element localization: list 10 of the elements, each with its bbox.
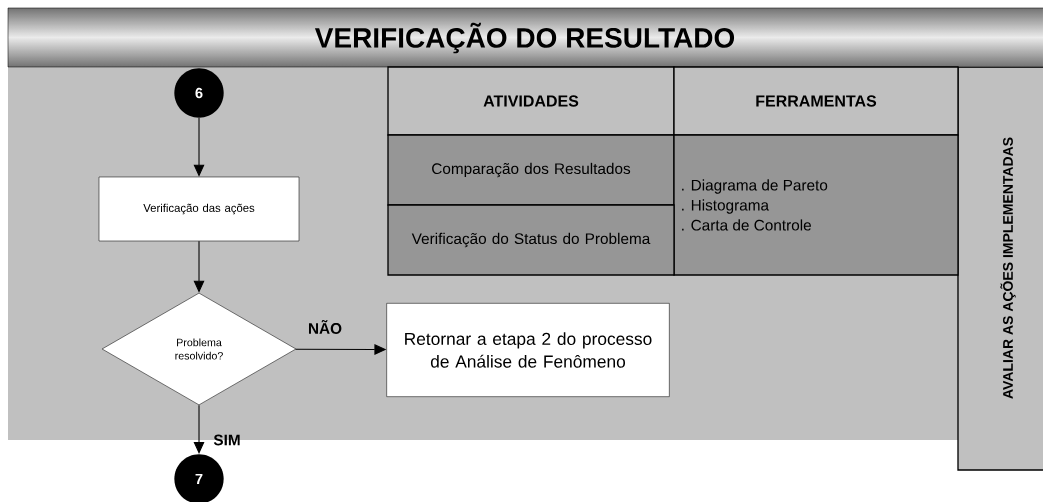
table-cell: Verificação do Status do Problema xyxy=(387,204,675,276)
table-header-cell: FERRAMENTAS xyxy=(673,66,959,136)
table-header-cell: ATIVIDADES xyxy=(387,66,675,136)
table-cell: Comparação dos Resultados xyxy=(387,134,675,206)
edge-label: NÃO xyxy=(309,320,342,334)
process-box: Verificação das ações xyxy=(98,176,300,242)
edge-label: SIM xyxy=(213,434,240,446)
process-box: Retornar a etapa 2 do processo de Análise de Fenômeno xyxy=(386,303,670,397)
table-cell: . Diagrama de Pareto . Histograma . Carta de Controle xyxy=(673,134,959,276)
side-label: AVALIAR AS AÇÕES IMPLEMENTADAS xyxy=(1000,137,1016,399)
